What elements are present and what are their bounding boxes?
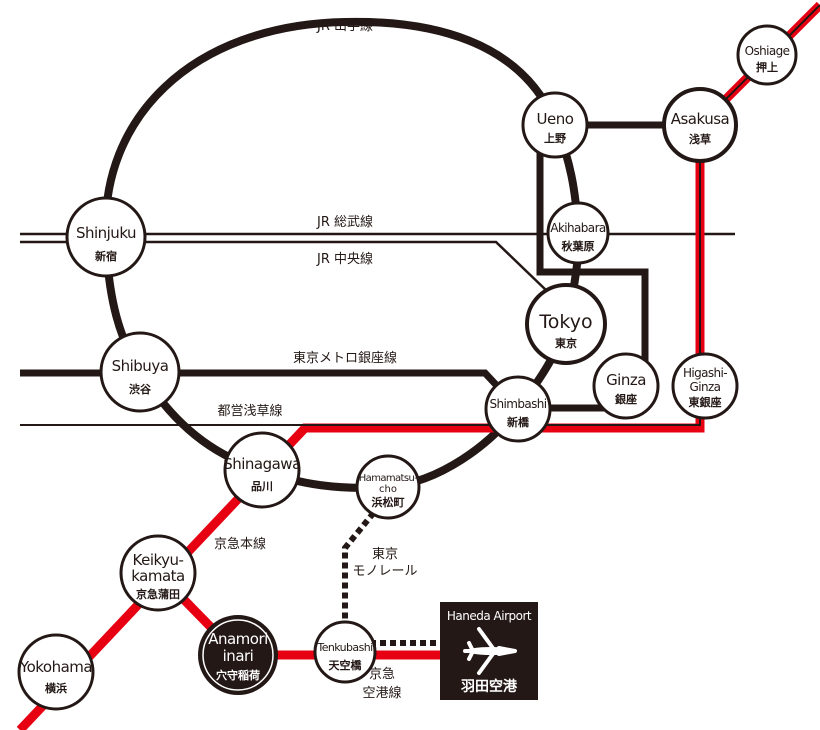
station-shibuya[interactable]: Shibuya 渋谷 (99, 331, 181, 413)
station-name-jp: 秋葉原 (562, 239, 595, 253)
station-name-jp: 浜松町 (372, 495, 405, 509)
station-name-en: Shibuya (112, 357, 169, 375)
station-name-en: Keikyu- (133, 551, 184, 569)
station-akihabara[interactable]: Akihabara 秋葉原 (546, 201, 610, 265)
station-ginza[interactable]: Ginza 銀座 (592, 352, 660, 420)
station-name-jp: 新橋 (507, 415, 530, 429)
label-ginza: 東京メトロ銀座線 (293, 350, 397, 366)
station-name-en: Yokohama (19, 658, 92, 676)
station-anamori-inari[interactable]: Anamori inari 穴守稲荷 (198, 615, 278, 695)
label-keikyu-airport-1: 京急 (369, 667, 395, 682)
station-name-jp: 浅草 (689, 132, 711, 146)
station-name-en: kamata (131, 567, 185, 585)
station-name-en: Shimbashi (489, 397, 546, 411)
station-name-jp: 東銀座 (689, 395, 722, 409)
station-keikyu-kamata[interactable]: Keikyu- kamata 京急蒲田 (119, 534, 197, 612)
station-shinagawa[interactable]: Shinagawa 品川 (223, 431, 301, 509)
station-name-en: inari (223, 647, 254, 665)
station-name-jp: 東京 (555, 336, 577, 350)
station-name-jp: 渋谷 (129, 382, 152, 396)
station-name-en: Akihabara (550, 221, 606, 235)
station-name-en: cho (379, 484, 397, 495)
label-keikyu-main: 京急本線 (214, 536, 266, 552)
station-tokyo[interactable]: Tokyo 東京 (525, 283, 607, 365)
label-keikyu-airport-2: 空港線 (362, 685, 401, 701)
station-tenkubashi[interactable]: Tenkubashi 天空橋 (313, 620, 377, 684)
jr-chuo-line (20, 240, 549, 293)
label-sobu: JR 総武線 (316, 214, 373, 230)
station-name-en: Hamamatsu- (359, 473, 418, 484)
station-name-en: Haneda Airport (447, 609, 532, 623)
station-name-en: Oshiage (745, 44, 790, 58)
station-name-jp: 穴守稲荷 (216, 668, 260, 682)
station-name-jp: 銀座 (615, 392, 637, 406)
station-name-en: Shinagawa (223, 455, 301, 473)
station-name-jp: 品川 (251, 480, 273, 493)
station-name-en: Ueno (537, 110, 574, 128)
station-name-en: Anamori (208, 630, 268, 648)
label-yamanote: JR 山手線 (316, 18, 373, 34)
station-shimbashi[interactable]: Shimbashi 新橋 (484, 375, 552, 443)
station-yokohama[interactable]: Yokohama 横浜 (17, 633, 95, 711)
station-haneda-airport[interactable]: Haneda Airport 羽田空港 (440, 602, 538, 700)
station-name-en: Higashi- (683, 366, 727, 380)
station-name-en: Shinjuku (76, 224, 136, 242)
station-name-jp: 押上 (756, 60, 778, 74)
station-name-jp: 横浜 (45, 681, 67, 695)
station-name-jp: 天空橋 (329, 658, 363, 672)
station-shinjuku[interactable]: Shinjuku 新宿 (65, 196, 147, 278)
station-name-jp: 新宿 (95, 249, 117, 263)
label-monorail-1: 東京 (372, 546, 398, 562)
label-monorail-2: モノレール (352, 564, 417, 579)
station-higashi-ginza[interactable]: Higashi- Ginza 東銀座 (671, 352, 739, 420)
station-ueno[interactable]: Ueno 上野 (521, 91, 589, 159)
station-name-jp: 羽田空港 (461, 678, 518, 695)
station-name-jp: 上野 (544, 131, 566, 145)
station-name-en: Asakusa (671, 110, 730, 128)
label-asakusa: 都営浅草線 (217, 403, 282, 419)
label-chuo: JR 中央線 (316, 251, 373, 267)
station-name-en: Ginza (690, 380, 721, 394)
airplane-icon (463, 627, 517, 675)
station-name-en: Tokyo (538, 311, 592, 333)
station-oshiage[interactable]: Oshiage 押上 (736, 24, 798, 86)
station-name-en: Tenkubashi (316, 641, 373, 654)
station-name-en: Ginza (606, 371, 646, 389)
station-hamamatsucho[interactable]: Hamamatsu- cho 浜松町 (355, 454, 421, 520)
station-asakusa[interactable]: Asakusa 浅草 (662, 87, 738, 163)
station-name-jp: 京急蒲田 (136, 587, 180, 601)
